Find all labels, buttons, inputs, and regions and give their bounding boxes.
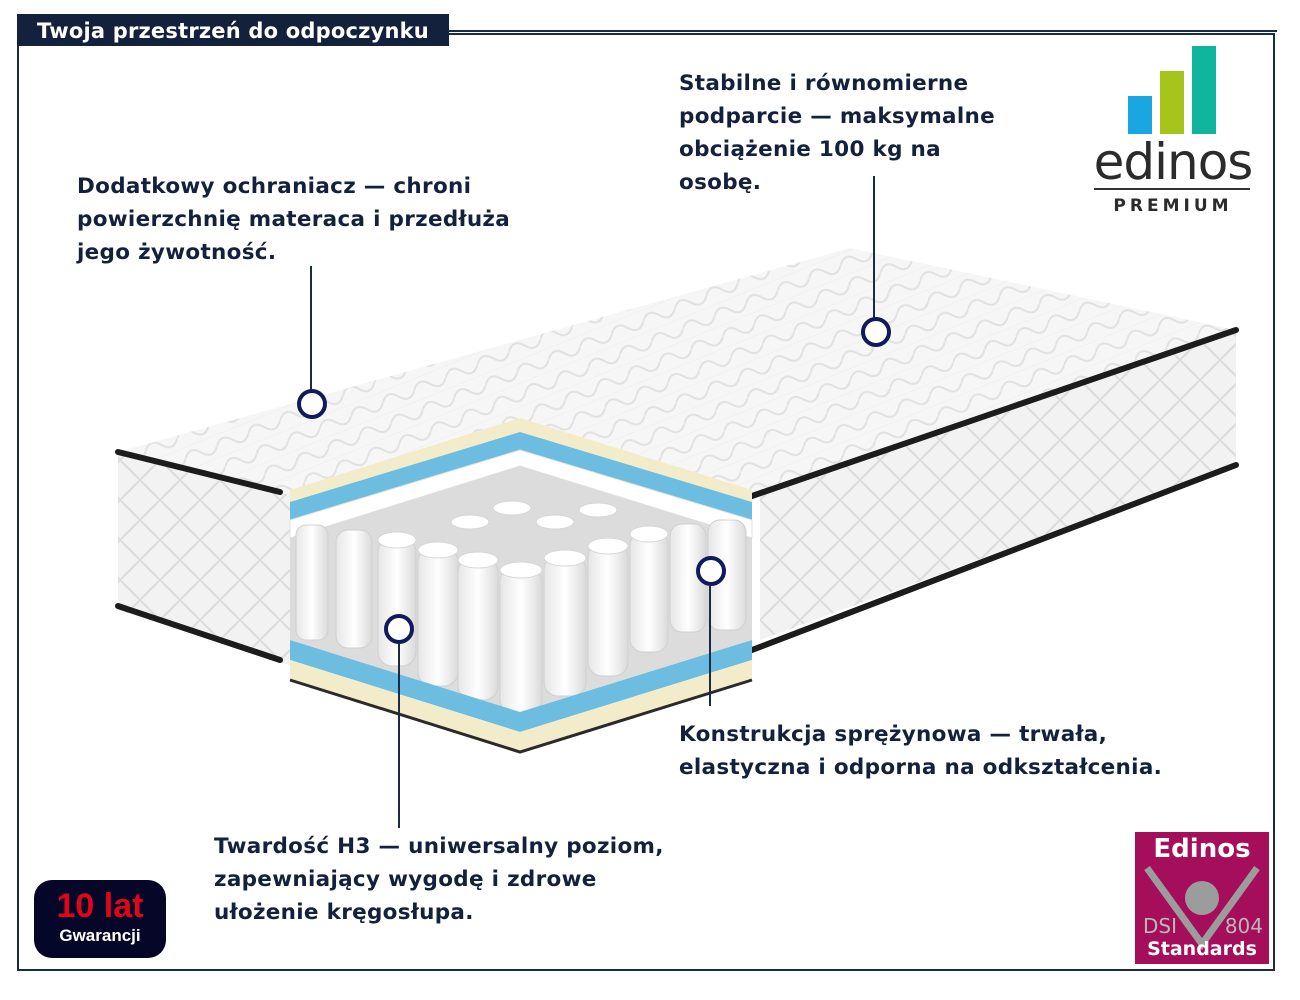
warranty-badge: 10 lat Gwarancji bbox=[34, 880, 166, 958]
standards-left-code: DSI bbox=[1143, 914, 1177, 938]
standards-right-code: 804 bbox=[1224, 914, 1263, 938]
warranty-label: Gwarancji bbox=[59, 926, 141, 945]
hotspot-firmness[interactable] bbox=[384, 614, 414, 644]
hotspot-protector[interactable] bbox=[297, 389, 327, 419]
callout-firmness-leader bbox=[398, 644, 400, 828]
callout-springs-leader bbox=[709, 586, 711, 706]
standards-top: Edinos bbox=[1153, 834, 1251, 864]
checkmark-v-icon bbox=[1144, 865, 1260, 950]
logo-wordmark: edinos bbox=[1093, 133, 1254, 191]
hotspot-springs[interactable] bbox=[696, 556, 726, 586]
callout-support: Stabilne i równomierne podparcie — maksy… bbox=[679, 71, 996, 195]
callout-protector: Dodatkowy ochraniacz — chroni powierzchn… bbox=[77, 174, 511, 265]
logo-divider bbox=[1094, 188, 1250, 190]
logo-bar-teal bbox=[1192, 46, 1216, 134]
logo-bar-green bbox=[1160, 71, 1184, 134]
logo-bar-blue bbox=[1128, 96, 1152, 134]
logo-bars-icon bbox=[1128, 42, 1218, 134]
logo-subtitle: PREMIUM bbox=[1113, 196, 1233, 216]
page-title: Twoja przestrzeń do odpoczynku bbox=[17, 14, 449, 46]
warranty-years: 10 lat bbox=[56, 887, 144, 925]
standards-bottom: Standards bbox=[1147, 938, 1257, 960]
standards-badge: Edinos DSI 804 Standards bbox=[1135, 832, 1269, 964]
callout-protector-leader bbox=[310, 266, 312, 390]
callout-firmness: Twardość H3 — uniwersalny poziom, zapewn… bbox=[214, 834, 664, 925]
hotspot-support[interactable] bbox=[861, 317, 891, 347]
content-frame bbox=[17, 33, 1275, 971]
callout-support-leader bbox=[873, 176, 875, 318]
edinos-premium-logo: edinos PREMIUM bbox=[1088, 42, 1258, 227]
title-rule bbox=[405, 30, 1277, 32]
callout-springs: Konstrukcja sprężynowa — trwała, elastyc… bbox=[679, 722, 1163, 780]
